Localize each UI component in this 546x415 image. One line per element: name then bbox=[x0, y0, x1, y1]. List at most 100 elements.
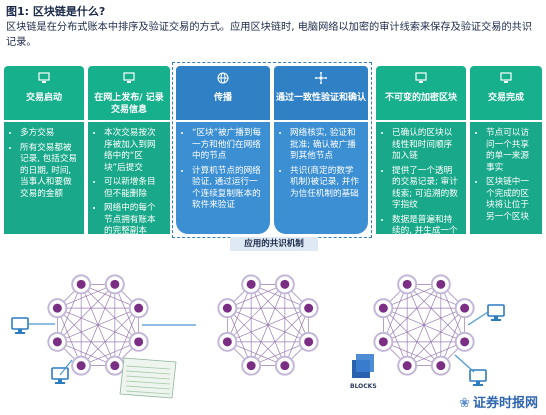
connector-line bbox=[454, 354, 475, 373]
network-link bbox=[80, 307, 139, 366]
network-node-core bbox=[460, 337, 470, 347]
computer-stand bbox=[494, 316, 498, 319]
network-node-core bbox=[378, 337, 388, 347]
network-link bbox=[114, 308, 139, 366]
globe-icon bbox=[217, 72, 229, 84]
step-item: 网络核实, 验证和批准; 确认被广播到其他节点 bbox=[290, 128, 362, 163]
network-link bbox=[57, 307, 116, 366]
network-node-core bbox=[402, 279, 412, 289]
ledger-line bbox=[125, 380, 171, 385]
network-node-core bbox=[222, 303, 232, 313]
network-link bbox=[406, 284, 465, 343]
blocks-label: BLOCKS bbox=[350, 383, 377, 390]
monitor-icon bbox=[123, 72, 135, 83]
network-link bbox=[284, 308, 309, 366]
computer-icon bbox=[469, 369, 487, 382]
network-node-core bbox=[134, 337, 144, 347]
step-item: 网络中的每个节点拥有账本的完整副本 bbox=[104, 203, 164, 238]
computer-stand bbox=[476, 381, 480, 384]
network-link bbox=[227, 307, 286, 366]
computer-icon bbox=[11, 317, 29, 330]
network-link bbox=[81, 284, 139, 309]
network-link bbox=[383, 307, 442, 366]
network-link bbox=[250, 307, 309, 366]
step-item: 提供了一个透明的交易记录; 审计线索; 可追溯的数字指纹 bbox=[392, 166, 460, 212]
network-link bbox=[227, 284, 252, 342]
step-item: 节点可以访问一个共享的单一来源事实 bbox=[486, 128, 536, 174]
monitor-icon bbox=[415, 72, 427, 83]
step-item: 数据是普遍和持续的, 并生成一个可靠的交易记录 bbox=[392, 215, 460, 250]
ledger-line bbox=[125, 390, 171, 395]
intro-text: 区块链是在分布式账本中排序及验证交易的方式。应用区块链时, 电脑网络以加密的审计… bbox=[6, 22, 533, 48]
ledger-line bbox=[125, 375, 171, 380]
step-heading: 交易启动 bbox=[25, 93, 62, 103]
network-link bbox=[407, 284, 465, 309]
step-header: 传播 bbox=[176, 66, 270, 120]
step-header: 交易完成 bbox=[470, 66, 542, 120]
network-link bbox=[406, 307, 465, 366]
computer-stand bbox=[18, 329, 22, 332]
step-item: 共识(商定的数学机制)被记录, 并作为信任机制的基础 bbox=[290, 166, 362, 201]
step-heading: 通过一致性验证和确认 bbox=[276, 93, 367, 103]
network-link bbox=[57, 307, 139, 343]
network-node-core bbox=[134, 303, 144, 313]
network-node-core bbox=[402, 361, 412, 371]
network-node-core bbox=[436, 279, 446, 289]
step-immutable-block: 不可变的加密区块 已确认的区块以线性和时间顺序加入链 提供了一个透明的交易记录;… bbox=[376, 66, 466, 248]
network-link bbox=[250, 284, 309, 343]
ledger-line bbox=[125, 385, 171, 390]
step-item: “区块”被广播到每一方和他们在网络中的节点 bbox=[192, 128, 264, 163]
network-link bbox=[440, 308, 465, 366]
network-link bbox=[383, 284, 408, 342]
network-node-core bbox=[378, 303, 388, 313]
step-transaction-start: 交易启动 多方交易 所有交易都被记录, 包括交易的日期, 时间, 当事人和要做交… bbox=[4, 66, 84, 234]
footer-text: 证券时报网 bbox=[472, 396, 538, 411]
network-link bbox=[227, 284, 286, 343]
computer-base bbox=[491, 319, 501, 321]
network-node-core bbox=[280, 361, 290, 371]
logo-icon: ❀ bbox=[459, 396, 470, 411]
network-node-core bbox=[222, 337, 232, 347]
ledger-document-icon bbox=[119, 357, 177, 399]
figure-title: 图1: 区块链是什么? bbox=[6, 5, 106, 18]
network-link bbox=[80, 284, 139, 343]
network-node-core bbox=[246, 279, 256, 289]
computer-stand bbox=[58, 379, 62, 382]
connector-line bbox=[467, 311, 489, 326]
consensus-mechanism-label: 应用的共识机制 bbox=[230, 237, 318, 251]
network-node-core bbox=[246, 361, 256, 371]
network-link bbox=[227, 307, 309, 343]
ledger-line bbox=[125, 365, 171, 370]
network-illustration: BLOCKS bbox=[11, 274, 505, 399]
footer-watermark: ❀证券时报网 bbox=[459, 392, 538, 411]
network-link bbox=[383, 284, 441, 309]
connector-line bbox=[59, 359, 73, 376]
network-node-core bbox=[280, 279, 290, 289]
step-publish-record: 在网上发布/ 记录交易信息 本次交易按次序被加入到网络中的“区块”后提交 可以新… bbox=[88, 66, 170, 236]
network-link bbox=[383, 307, 465, 343]
network-node-core bbox=[110, 279, 120, 289]
network-link bbox=[227, 284, 285, 309]
computer-base bbox=[473, 384, 483, 386]
network-link bbox=[57, 284, 116, 343]
network-link bbox=[251, 284, 309, 309]
network-icon bbox=[315, 72, 327, 84]
blocks-cube-icon bbox=[356, 354, 374, 372]
step-heading: 不可变的加密区块 bbox=[384, 93, 457, 103]
computer-icon bbox=[51, 367, 69, 380]
ledger-line bbox=[125, 370, 171, 375]
step-item: 所有交易都被记录, 包括交易的日期, 时间, 当事人和要做交易的金额 bbox=[20, 143, 78, 201]
computer-icon bbox=[487, 304, 505, 317]
network-link bbox=[57, 284, 115, 309]
step-item: 计算机节点的网络验证, 通过运行一个连续复制账本的软件来验证 bbox=[192, 166, 264, 212]
step-item: 已确认的区块以线性和时间顺序加入链 bbox=[392, 128, 460, 163]
step-header: 交易启动 bbox=[4, 66, 84, 120]
step-header: 在网上发布/ 记录交易信息 bbox=[88, 66, 170, 120]
step-item: 可以新增条目但不能删除 bbox=[104, 177, 164, 200]
step-broadcast: 传播 “区块”被广播到每一方和他们在网络中的节点 计算机节点的网络验证, 通过运… bbox=[176, 66, 270, 234]
step-header: 通过一致性验证和确认 bbox=[274, 66, 368, 120]
network-node-core bbox=[76, 279, 86, 289]
network-node-core bbox=[460, 303, 470, 313]
network-node-core bbox=[76, 361, 86, 371]
step-heading: 在网上发布/ 记录交易信息 bbox=[94, 93, 164, 115]
